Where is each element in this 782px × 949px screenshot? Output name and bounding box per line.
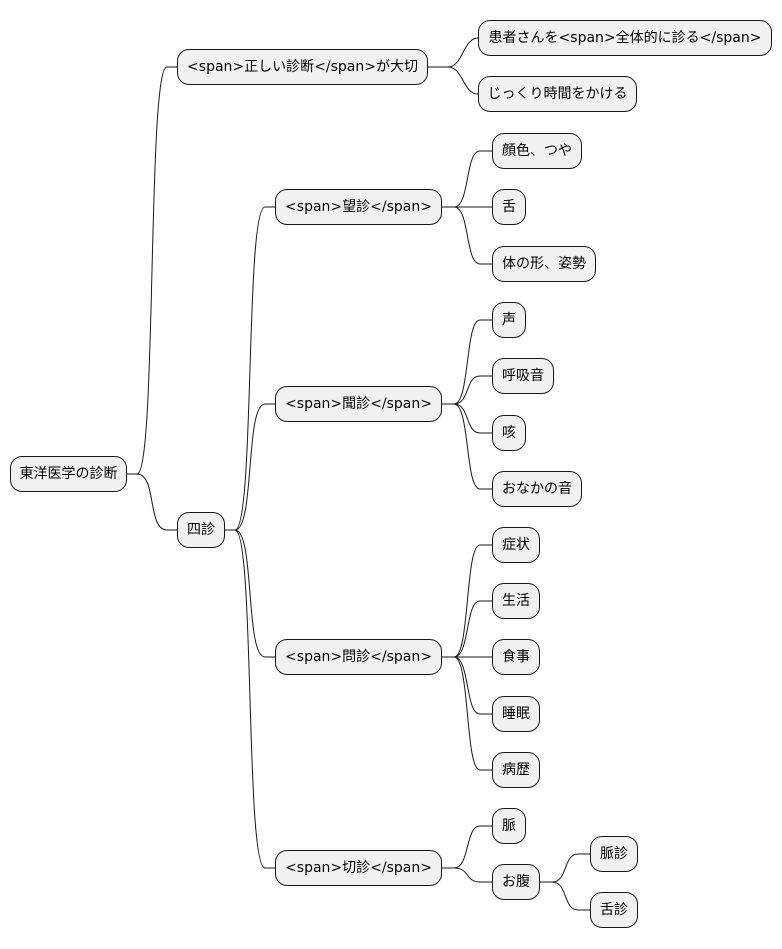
node-symptoms: 症状 xyxy=(492,527,540,563)
node-diet: 食事 xyxy=(492,639,540,675)
node-cough: 咳 xyxy=(492,415,526,451)
node-inquiry: <span>問診</span> xyxy=(275,639,442,675)
node-examine-holistically: 患者さんを<span>全体的に診る</span> xyxy=(478,20,772,56)
node-lifestyle: 生活 xyxy=(492,583,540,619)
node-listening-smelling: <span>聞診</span> xyxy=(275,386,442,422)
node-pulse-diagnosis: 脈診 xyxy=(590,836,638,872)
node-sleep: 睡眠 xyxy=(492,696,540,732)
node-root-eastern-medicine-diagnosis: 東洋医学の診断 xyxy=(10,456,127,492)
node-medical-history: 病歴 xyxy=(492,752,540,788)
node-palpation: <span>切診</span> xyxy=(275,850,442,886)
node-body-shape-posture: 体の形、姿勢 xyxy=(492,246,596,282)
node-tongue: 舌 xyxy=(492,189,526,225)
node-inspection: <span>望診</span> xyxy=(275,189,442,225)
node-voice: 声 xyxy=(492,302,526,338)
node-tongue-diagnosis: 舌診 xyxy=(590,892,638,928)
node-take-time: じっくり時間をかける xyxy=(478,76,637,112)
node-correct-diagnosis-important: <span>正しい診断</span>が大切 xyxy=(177,49,428,85)
node-abdomen: お腹 xyxy=(492,864,540,900)
node-stomach-sound: おなかの音 xyxy=(492,471,582,507)
node-complexion: 顔色、つや xyxy=(492,133,582,169)
node-four-examinations: 四診 xyxy=(177,512,225,548)
node-breathing-sound: 呼吸音 xyxy=(492,358,554,394)
node-pulse: 脈 xyxy=(492,808,526,844)
